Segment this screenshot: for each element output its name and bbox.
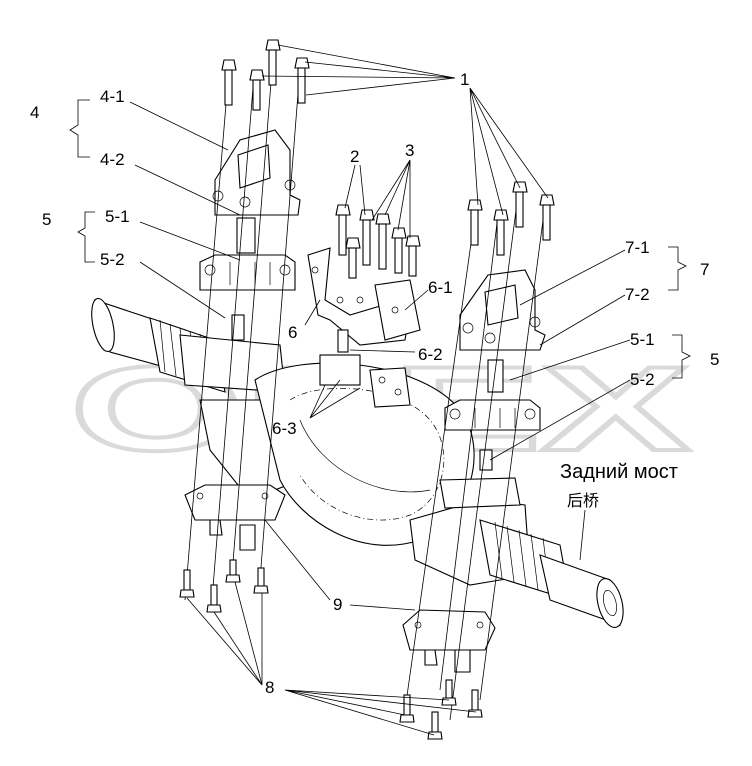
right-upper-bracket: [459, 269, 546, 393]
lower-plate-right: [402, 609, 496, 673]
callout-1: 1: [460, 70, 469, 89]
u-bolt-lines: [184, 67, 546, 721]
callout-4: 4: [30, 103, 39, 122]
callout-2: 2: [350, 147, 359, 166]
bottom-bolts-left: [179, 559, 269, 613]
top-bolts-right: [467, 181, 555, 256]
callout-5-right: 5: [710, 350, 719, 369]
bottom-bolts-right: [399, 679, 483, 740]
callout-9: 9: [333, 595, 342, 614]
leader-lines: [69, 44, 691, 736]
left-seat-assembly: [199, 254, 296, 341]
callout-5-left: 5: [42, 210, 51, 229]
callout-5-1-left: 5-1: [105, 207, 130, 226]
lower-plate-left: [184, 484, 286, 551]
callout-6-2: 6-2: [418, 345, 443, 364]
callout-7-1: 7-1: [625, 238, 650, 257]
centre-bolts: [335, 204, 421, 279]
callout-4-1: 4-1: [100, 87, 125, 106]
callout-5-2-right: 5-2: [630, 370, 655, 389]
caption-russian: Задний мост: [560, 461, 678, 483]
rear-axle-housing: [91, 297, 624, 628]
callout-4-2: 4-2: [100, 150, 125, 169]
top-bolts-left: [221, 39, 310, 111]
callout-6-1: 6-1: [428, 278, 453, 297]
caption-chinese: 后桥: [567, 491, 599, 510]
callout-3: 3: [405, 141, 414, 160]
callout-5-2-left: 5-2: [100, 250, 125, 269]
callout-7-2: 7-2: [625, 285, 650, 304]
callout-8: 8: [265, 678, 274, 697]
callout-6: 6: [288, 323, 297, 342]
callout-7: 7: [700, 260, 709, 279]
centre-bracket: [307, 247, 421, 408]
callout-6-3: 6-3: [272, 419, 297, 438]
callout-5-1-right: 5-1: [630, 330, 655, 349]
